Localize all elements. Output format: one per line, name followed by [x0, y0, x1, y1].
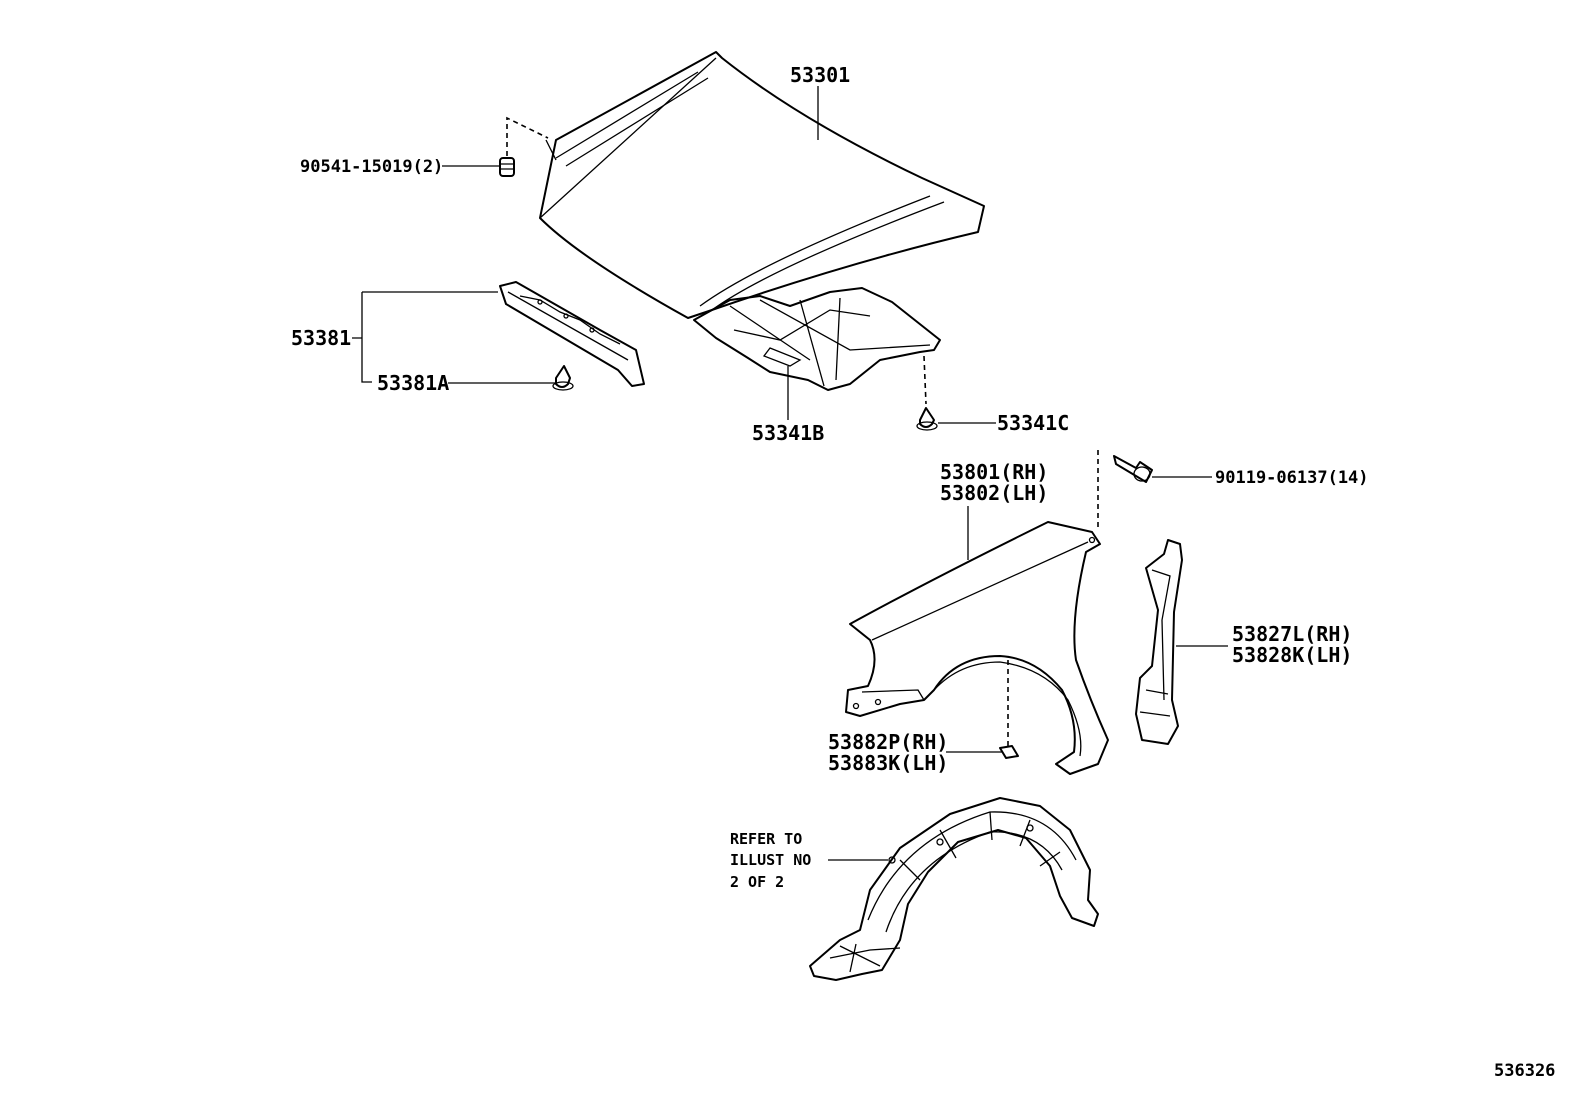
fender-bolt — [1113, 455, 1153, 483]
label-hood-seal-clip: 53381A — [377, 371, 449, 395]
fender-retainer — [999, 745, 1019, 759]
front-fender — [845, 450, 1109, 775]
label-refer-line1: REFER TO — [730, 830, 802, 848]
label-hood-seal: 53381 — [291, 326, 351, 350]
label-refer-line3: 2 OF 2 — [730, 873, 784, 891]
hood-bumper — [499, 116, 549, 177]
insulator-clip — [916, 355, 938, 431]
fender-liner — [809, 797, 1099, 981]
label-fender-retainer-rh: 53882P(RH) — [828, 730, 948, 754]
label-refer-line2: ILLUST NO — [730, 851, 811, 869]
label-fender-rh: 53801(RH) — [940, 460, 1048, 484]
label-insulator-clip: 53341C — [997, 411, 1069, 435]
hood-panel — [539, 51, 985, 319]
hood-insulator — [693, 287, 941, 391]
label-hood: 53301 — [790, 63, 850, 87]
label-fender-retainer-lh: 53883K(LH) — [828, 751, 948, 775]
label-fender-lh: 53802(LH) — [940, 481, 1048, 505]
hood-seal — [499, 281, 645, 387]
label-fender-bracket-lh: 53828K(LH) — [1232, 643, 1352, 667]
label-fender-bolt: 90119-06137(14) — [1215, 468, 1369, 488]
fender-bracket — [1135, 539, 1183, 745]
leader-lines — [352, 86, 1228, 861]
label-hood-insulator: 53341B — [752, 421, 824, 445]
label-hood-bumper: 90541-15019(2) — [300, 157, 443, 177]
illustration-number: 536326 — [1494, 1061, 1555, 1081]
label-fender-bracket-rh: 53827L(RH) — [1232, 622, 1352, 646]
hood-seal-clip — [552, 365, 574, 391]
